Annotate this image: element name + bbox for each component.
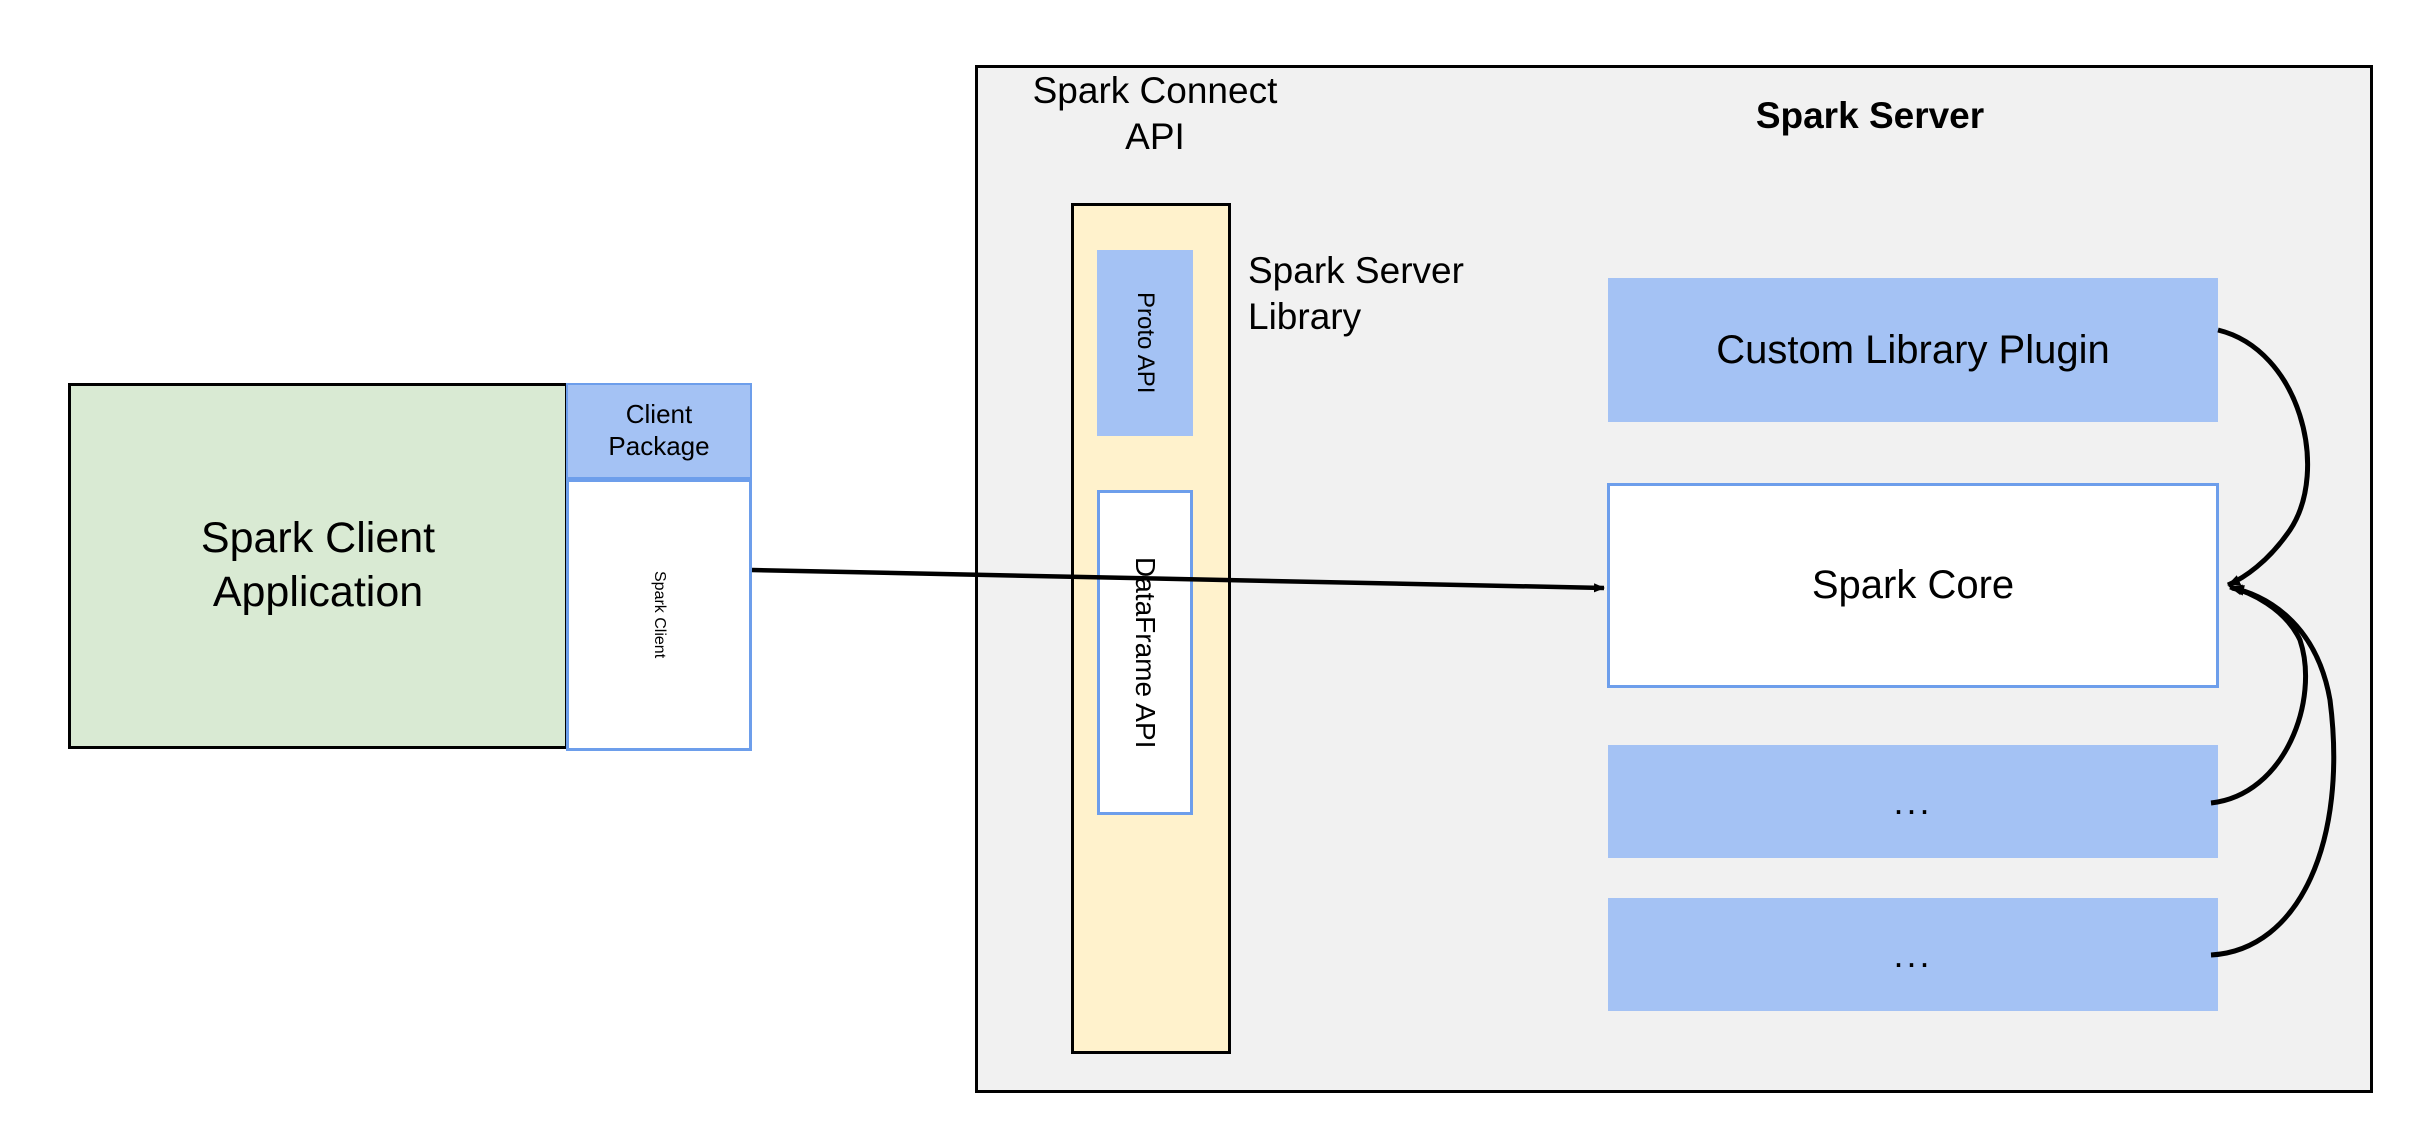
spark-server-library-line1: Spark Server: [1248, 250, 1464, 291]
client-package-line2: Package: [608, 431, 710, 461]
spark-client-application-box[interactable]: Spark Client Application: [68, 383, 568, 749]
dataframe-api-label: DataFrame API: [1130, 556, 1161, 749]
spark-connect-api-line1: Spark Connect: [1032, 70, 1278, 111]
spark-server-more-label-1: ...: [1893, 780, 1933, 822]
client-package-line1: Client: [625, 399, 693, 430]
dataframe-api-box[interactable]: DataFrame API: [1097, 490, 1193, 815]
spark-core-label: Spark Core: [1811, 563, 2015, 607]
spark-server-more-label-2: ...: [1893, 933, 1933, 975]
spark-server-more-box-2[interactable]: ...: [1608, 898, 2218, 1011]
proto-api-label: Proto API: [1132, 292, 1159, 394]
spark-core-box[interactable]: Spark Core: [1607, 483, 2219, 688]
proto-api-box[interactable]: Proto API: [1097, 250, 1193, 436]
custom-library-plugin-label: Custom Library Plugin: [1716, 327, 2110, 372]
custom-library-plugin-box[interactable]: Custom Library Plugin: [1608, 278, 2218, 422]
spark-client-application-line1: Spark Client: [200, 514, 436, 563]
spark-connect-api-label: Spark Connect API: [1000, 68, 1310, 161]
spark-server-library-line2: Library: [1248, 296, 1362, 338]
client-package-box[interactable]: Client Package: [566, 383, 752, 479]
spark-client-application-line2: Application: [212, 568, 424, 616]
spark-server-library-label: Spark Server Library: [1248, 248, 1578, 341]
spark-server-more-box-1[interactable]: ...: [1608, 745, 2218, 858]
spark-client-box[interactable]: Spark Client: [566, 479, 752, 751]
spark-client-label: Spark Client: [651, 571, 668, 659]
spark-server-title: Spark Server: [1755, 95, 1985, 136]
spark-connect-api-line2: API: [1125, 116, 1185, 158]
